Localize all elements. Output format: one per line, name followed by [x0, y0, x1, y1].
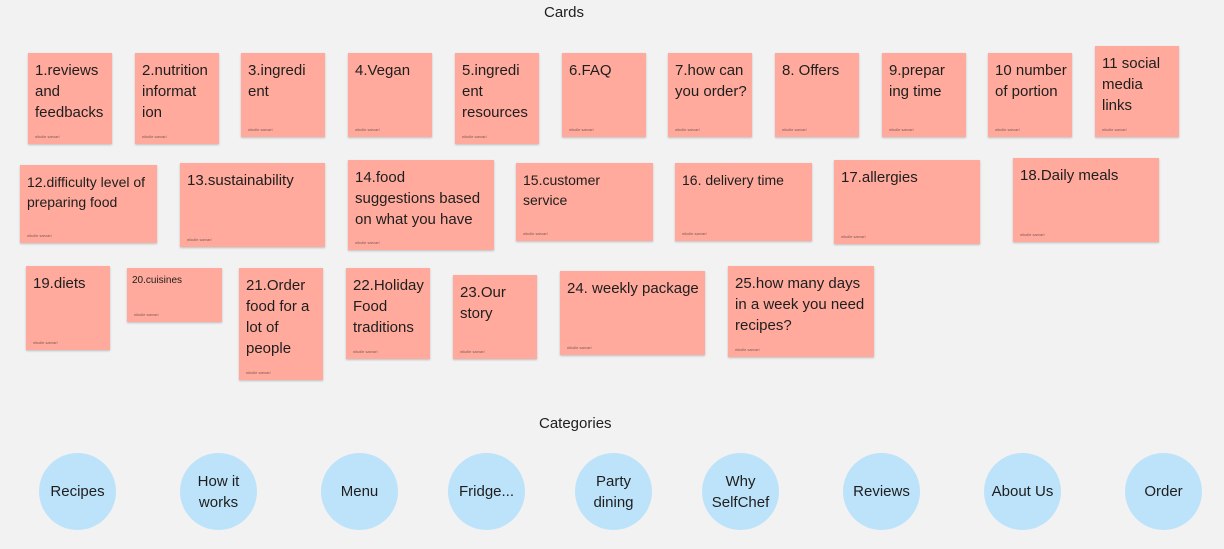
sticky-card[interactable]: 25.how many days in a week you need reci… — [728, 266, 874, 357]
sticky-card[interactable]: 13.sustainability nikolle sarvari — [180, 163, 325, 247]
card-text: 10 number of portion — [995, 62, 1067, 100]
card-text: 17.allergies — [841, 169, 918, 186]
sticky-card[interactable]: 18.Daily meals nikolle sarvari — [1013, 158, 1159, 242]
card-author: nikolle sarvari — [569, 127, 594, 132]
category-reviews[interactable]: Reviews — [843, 453, 920, 530]
card-author: nikolle sarvari — [248, 127, 273, 132]
sticky-card[interactable]: 5.ingredi ent resources nikolle sarvari — [455, 53, 539, 144]
card-text: 8. Offers — [782, 62, 840, 79]
card-text: 19.diets — [33, 275, 86, 292]
card-author: nikolle sarvari — [567, 345, 592, 350]
card-author: nikolle sarvari — [246, 370, 271, 375]
category-order[interactable]: Order — [1125, 453, 1202, 530]
card-author: nikolle sarvari — [33, 340, 58, 345]
card-author: nikolle sarvari — [355, 240, 380, 245]
card-text: 12.difficulty level of preparing food — [27, 174, 146, 210]
category-recipes[interactable]: Recipes — [39, 453, 116, 530]
card-author: nikolle sarvari — [462, 134, 487, 139]
card-text: 25.how many days in a week you need reci… — [735, 275, 865, 334]
sticky-card[interactable]: 11 social media links nikolle sarvari — [1095, 46, 1179, 137]
card-author: nikolle sarvari — [1020, 232, 1045, 237]
card-text: 5.ingredi ent resources — [462, 62, 528, 121]
card-author: nikolle sarvari — [523, 231, 548, 236]
card-author: nikolle sarvari — [735, 347, 760, 352]
card-text: 24. weekly package — [567, 280, 699, 297]
card-author: nikolle sarvari — [134, 312, 159, 317]
category-about-us[interactable]: About Us — [984, 453, 1061, 530]
card-text: 15.customer service — [523, 172, 601, 208]
card-author: nikolle sarvari — [1102, 127, 1127, 132]
sticky-card[interactable]: 4.Vegan nikolle sarvari — [348, 53, 432, 137]
card-text: 4.Vegan — [355, 62, 411, 79]
card-author: nikolle sarvari — [675, 127, 700, 132]
category-menu[interactable]: Menu — [321, 453, 398, 530]
sticky-card[interactable]: 6.FAQ nikolle sarvari — [562, 53, 646, 137]
card-text: 20.cuisines — [132, 275, 183, 286]
card-text: 9.prepar ing time — [889, 62, 945, 100]
card-author: nikolle sarvari — [187, 237, 212, 242]
sticky-card[interactable]: 20.cuisines nikolle sarvari — [127, 268, 222, 322]
category-fridge[interactable]: Fridge... — [448, 453, 525, 530]
sticky-card[interactable]: 23.Our story nikolle sarvari — [453, 275, 537, 359]
sticky-card[interactable]: 14.food suggestions based on what you ha… — [348, 160, 494, 250]
card-text: 18.Daily meals — [1020, 167, 1119, 184]
sticky-card[interactable]: 9.prepar ing time nikolle sarvari — [882, 53, 966, 137]
card-author: nikolle sarvari — [355, 127, 380, 132]
card-author: nikolle sarvari — [142, 134, 167, 139]
sticky-card[interactable]: 19.diets nikolle sarvari — [26, 266, 110, 350]
card-author: nikolle sarvari — [782, 127, 807, 132]
card-text: 14.food suggestions based on what you ha… — [355, 169, 481, 228]
sticky-card[interactable]: 3.ingredi ent nikolle sarvari — [241, 53, 325, 137]
sticky-card[interactable]: 15.customer service nikolle sarvari — [516, 163, 653, 241]
card-text: 22.Holiday Food traditions — [353, 277, 424, 336]
card-text: 13.sustainability — [187, 172, 294, 189]
card-text: 11 social media links — [1102, 55, 1161, 114]
sticky-card[interactable]: 17.allergies nikolle sarvari — [834, 160, 980, 244]
sticky-card[interactable]: 12.difficulty level of preparing food ni… — [20, 165, 157, 243]
card-text: 2.nutrition informat ion — [142, 62, 208, 121]
sticky-card[interactable]: 10 number of portion nikolle sarvari — [988, 53, 1072, 137]
category-why-selfchef[interactable]: Why SelfChef — [702, 453, 779, 530]
card-text: 7.how can you order? — [675, 62, 747, 100]
card-text: 21.Order food for a lot of people — [246, 277, 310, 357]
sticky-card[interactable]: 7.how can you order? nikolle sarvari — [668, 53, 752, 137]
card-text: 16. delivery time — [682, 172, 784, 188]
card-author: nikolle sarvari — [35, 134, 60, 139]
card-author: nikolle sarvari — [27, 233, 52, 238]
sticky-card[interactable]: 22.Holiday Food traditions nikolle sarva… — [346, 268, 430, 359]
card-author: nikolle sarvari — [841, 234, 866, 239]
sticky-card[interactable]: 2.nutrition informat ion nikolle sarvari — [135, 53, 219, 144]
card-author: nikolle sarvari — [460, 349, 485, 354]
card-author: nikolle sarvari — [889, 127, 914, 132]
category-how-it-works[interactable]: How it works — [180, 453, 257, 530]
sticky-card[interactable]: 8. Offers nikolle sarvari — [775, 53, 859, 137]
sticky-card[interactable]: 21.Order food for a lot of people nikoll… — [239, 268, 323, 380]
sticky-card[interactable]: 1.reviews and feedbacks nikolle sarvari — [28, 53, 112, 144]
card-author: nikolle sarvari — [995, 127, 1020, 132]
card-author: nikolle sarvari — [682, 231, 707, 236]
categories-section-title: Categories — [539, 415, 612, 432]
card-text: 6.FAQ — [569, 62, 612, 79]
sticky-card[interactable]: 24. weekly package nikolle sarvari — [560, 271, 705, 355]
sticky-card[interactable]: 16. delivery time nikolle sarvari — [675, 163, 812, 241]
category-party-dining[interactable]: Party dining — [575, 453, 652, 530]
card-author: nikolle sarvari — [353, 349, 378, 354]
cards-section-title: Cards — [544, 4, 585, 21]
card-text: 1.reviews and feedbacks — [35, 62, 104, 121]
card-text: 23.Our story — [460, 284, 506, 322]
card-text: 3.ingredi ent — [248, 62, 306, 100]
